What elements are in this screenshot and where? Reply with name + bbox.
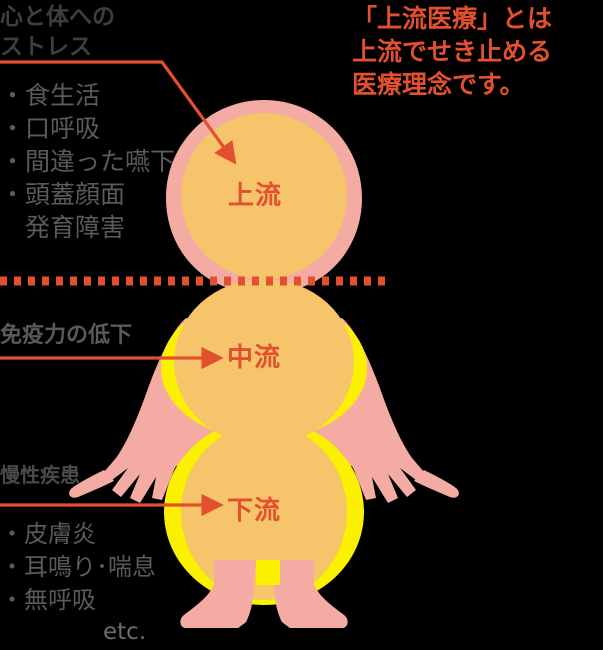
etc-label: etc. [103, 619, 147, 645]
region-label-middle: 中流 [227, 343, 282, 373]
headline-text: 「上流医療」とは 上流でせき止める 医療理念です。 [352, 4, 553, 99]
lower-section-heading: 慢性疾患 [0, 463, 80, 487]
middle-section-label: 免疫力の低下 [0, 323, 133, 348]
upper-section-heading: 心と体への ストレス [0, 4, 115, 60]
region-circle-middle [174, 279, 354, 445]
region-label-upper: 上流 [228, 181, 283, 211]
lower-section-list: ・皮膚炎 ・耳鳴り･喘息 ・無呼吸 [0, 520, 156, 614]
region-label-lower: 下流 [227, 496, 282, 526]
legs-overlay [180, 560, 348, 628]
arrow-to-upper-region [0, 60, 237, 165]
region-circle-lower [181, 424, 347, 600]
upper-section-list: ・食生活 ・口呼吸 ・間違った嚥下 ・頭蓋顔面 発育障害 [0, 81, 176, 242]
